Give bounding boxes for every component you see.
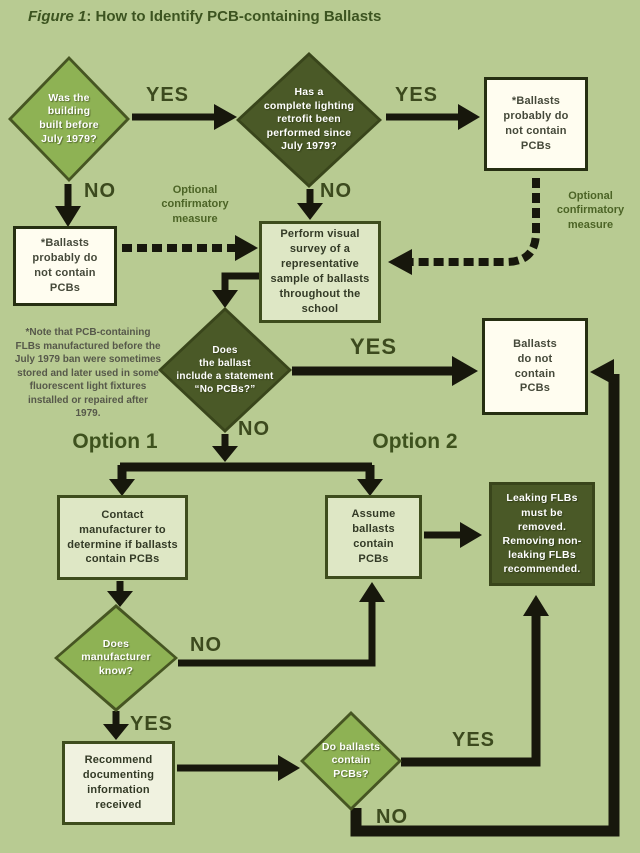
decision-no-pcbs-statement: Does the ballast include a statement “No…: [158, 307, 292, 433]
box-recommend-documenting: Recommend documenting information receiv…: [62, 741, 175, 825]
label-yes-ballasts: YES: [452, 729, 496, 751]
arrowhead-yes-building: [214, 104, 237, 130]
footnote-pcb-flbs: *Note that PCB-containing FLBs manufactu…: [14, 327, 162, 419]
arrowhead-no-building: [55, 206, 81, 227]
arrowhead-recommend-to-doballasts: [278, 755, 300, 781]
box-ballasts-probably-not-top: *Ballasts probably do not contain PCBs: [484, 77, 588, 171]
arrowhead-assume-to-leaking: [460, 522, 482, 548]
arrowhead-yes-ballasts: [523, 595, 549, 616]
figure-title-text: : How to Identify PCB-containing Ballast…: [86, 8, 382, 25]
label-no-ballasts: NO: [376, 806, 408, 828]
arrowhead-yes-manufacturer: [103, 724, 129, 740]
decision-building-built-before-1979: Was the building built before July 1979?: [8, 56, 130, 182]
arrowhead-no-statement: [212, 446, 238, 462]
arrowhead-survey-to-statement: [212, 290, 238, 308]
box-assume-ballasts-contain: Assume ballasts contain PCBs: [325, 495, 422, 579]
connector-survey-to-statement: [221, 272, 262, 290]
box-ballasts-do-not-contain: Ballasts do not contain PCBs: [482, 318, 588, 415]
decision-statement-text: Does the ballast include a statement “No…: [176, 345, 274, 395]
arrowhead-option2: [357, 479, 383, 496]
label-no-statement: NO: [238, 418, 270, 440]
label-option-2: Option 2: [372, 430, 458, 453]
figure-title: Figure 1: How to Identify PCB-containing…: [28, 8, 612, 25]
decision-building-text: Was the building built before July 1979?: [39, 91, 99, 145]
label-optional-left: Optional confirmatory measure: [161, 184, 229, 225]
box-perform-visual-survey: Perform visual survey of a representativ…: [259, 221, 381, 323]
decision-manufacturer-text: Does manufacturer know?: [81, 637, 151, 677]
label-yes-building: YES: [146, 84, 190, 106]
arrowhead-no-ballasts-feedback: [590, 359, 614, 385]
arrowhead-yes-statement: [452, 356, 478, 386]
decision-do-ballasts-contain-pcbs: Do ballasts contain PCBs?: [300, 711, 402, 811]
box-ballasts-probably-not-left: *Ballasts probably do not contain PCBs: [13, 226, 117, 306]
label-option-1: Option 1: [72, 430, 158, 453]
box-contact-manufacturer: Contact manufacturer to determine if bal…: [57, 495, 188, 580]
arrowhead-option1: [109, 479, 135, 496]
arrowhead-yes-retrofit: [458, 104, 480, 130]
label-yes-statement: YES: [350, 334, 398, 359]
arrowhead-optional-right: [388, 249, 412, 275]
decision-retrofit-text: Has a complete lighting retrofit been pe…: [263, 85, 355, 153]
connector-optional-right: [412, 178, 540, 266]
arrowhead-no-manufacturer: [359, 582, 385, 602]
connector-no-ballasts-feedback: [350, 374, 620, 837]
connector-yes-ballasts: [401, 616, 541, 767]
arrowhead-contact-to-manufacturer: [107, 591, 133, 607]
box-leaking-flbs-removed: Leaking FLBs must be removed. Removing n…: [489, 482, 595, 586]
label-no-building: NO: [84, 180, 116, 202]
connector-no-manufacturer: [178, 602, 376, 667]
arrowhead-no-retrofit: [297, 203, 323, 220]
label-yes-manufacturer: YES: [130, 713, 174, 735]
decision-do-ballasts-text: Do ballasts contain PCBs?: [321, 740, 381, 780]
label-no-retrofit: NO: [320, 180, 352, 202]
decision-lighting-retrofit: Has a complete lighting retrofit been pe…: [236, 52, 382, 188]
label-no-manufacturer: NO: [190, 634, 222, 656]
decision-does-manufacturer-know: Does manufacturer know?: [54, 604, 178, 712]
label-optional-right: Optional confirmatory measure: [556, 190, 625, 231]
label-yes-retrofit: YES: [395, 84, 439, 106]
figure-label: Figure 1: [28, 8, 87, 25]
arrowhead-optional-left: [235, 235, 258, 261]
